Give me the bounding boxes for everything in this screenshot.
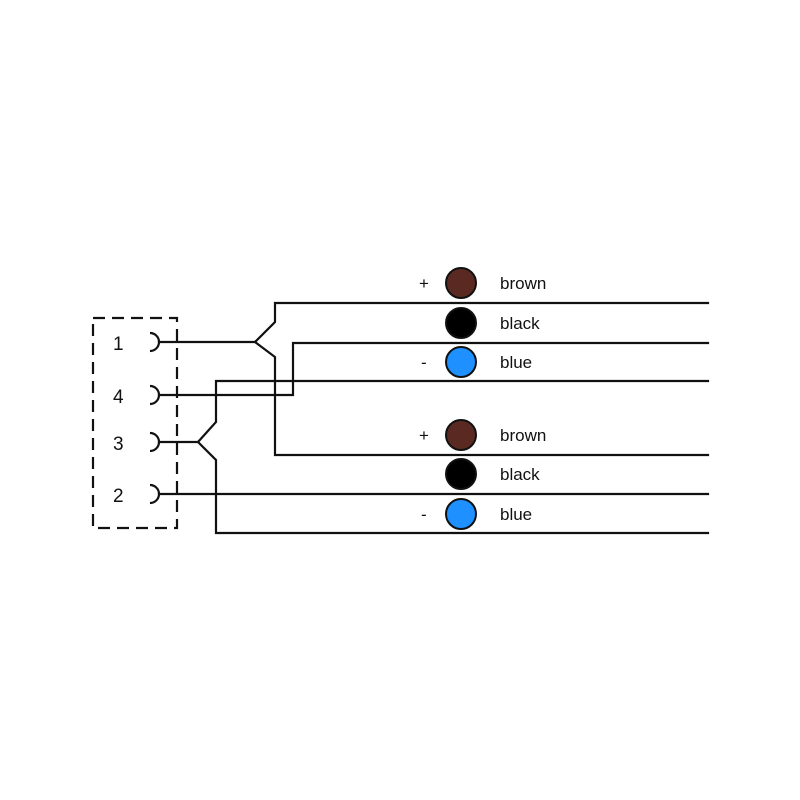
polarity-plus: + [419,274,429,293]
polarity-minus: - [421,505,427,524]
wire-color-dot-black [445,458,477,490]
pin-number-1: 1 [113,334,124,355]
polarity-plus: + [419,426,429,445]
socket-contact-1-icon [149,331,161,353]
wire-color-dot-brown [445,419,477,451]
wire-pin4-black [157,341,710,397]
wire-color-dot-blue [445,346,477,378]
pin-number-3: 3 [113,434,124,455]
pin-number-2: 2 [113,486,124,507]
connector-housing [91,316,179,530]
polarity-minus: - [421,353,427,372]
wire-color-dot-blue [445,498,477,530]
wire-label-blue: blue [500,353,532,372]
wire-label-black: black [500,314,540,333]
wire-pin3-blue-b [196,440,710,535]
wire-label-blue: blue [500,505,532,524]
wire-color-dot-black [445,307,477,339]
wire-label-black: black [500,465,540,484]
wire-color-dot-brown [445,267,477,299]
wire-pin1-brown-a [157,301,710,344]
wire-label-brown: brown [500,274,546,293]
wire-label-brown: brown [500,426,546,445]
socket-contact-3-icon [149,431,161,453]
pin-number-4: 4 [113,387,124,408]
socket-contact-2-icon [149,483,161,505]
wire-pin3-blue-a [157,379,710,444]
wire-pin1-brown-b [253,340,710,457]
socket-contact-4-icon [149,384,161,406]
